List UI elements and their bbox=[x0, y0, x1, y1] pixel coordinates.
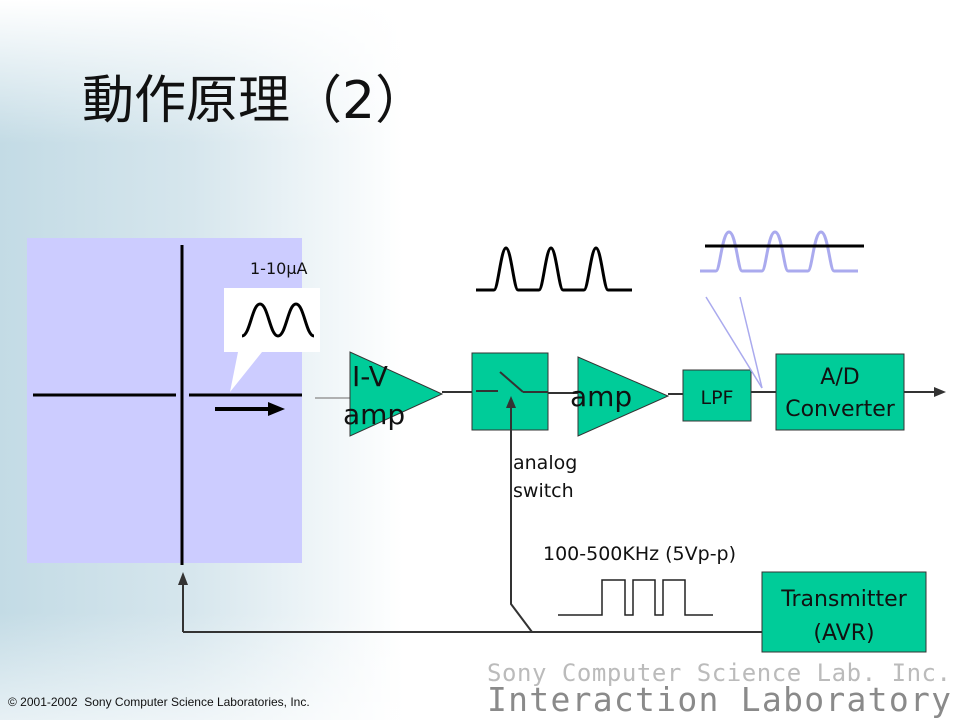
transmitter-label-line2: (AVR) bbox=[813, 621, 874, 646]
current-arrow-head bbox=[268, 402, 285, 416]
callout-bubble bbox=[224, 288, 320, 392]
filtered-waveform-callout bbox=[696, 218, 864, 389]
callout-pointer-edge-left bbox=[705, 296, 763, 389]
ad-converter-label-line1: A/D bbox=[820, 365, 859, 390]
callout-pointer-edge-right bbox=[739, 296, 763, 389]
lpf-label: LPF bbox=[701, 387, 734, 409]
iv-amp-label-line1: I-V bbox=[352, 360, 388, 393]
transmitter-block bbox=[761, 571, 927, 653]
logo-line1: Sony Computer Science Lab. Inc. bbox=[487, 659, 951, 687]
sine-wave bbox=[241, 302, 315, 338]
frequency-label: 100-500KHz (5Vp-p) bbox=[543, 543, 736, 565]
square-wave-box bbox=[543, 570, 715, 620]
slide-title: 動作原理（2） bbox=[82, 71, 427, 131]
switch-label-line1: analog bbox=[513, 452, 577, 474]
current-waveform-callout bbox=[224, 288, 320, 392]
transmitter-label-line1: Transmitter bbox=[780, 587, 907, 612]
switch-arm bbox=[499, 371, 524, 393]
switched-wave bbox=[476, 246, 632, 292]
switch-control-wire bbox=[510, 408, 533, 633]
ad-converter-label-line2: Converter bbox=[785, 397, 896, 422]
switch-control-line bbox=[506, 396, 533, 633]
switch-label-line2: switch bbox=[513, 480, 574, 502]
filtered-wave bbox=[700, 230, 858, 273]
amp-label: amp bbox=[570, 380, 632, 413]
switch-symbol bbox=[476, 371, 548, 393]
iv-amp-block bbox=[349, 351, 444, 437]
amp-block bbox=[577, 356, 670, 437]
switch-control-arrow-head bbox=[506, 396, 516, 408]
drive-line bbox=[178, 572, 762, 633]
lpf-block bbox=[682, 369, 752, 422]
current-arrow bbox=[215, 402, 285, 416]
sensor-panel bbox=[27, 238, 302, 563]
ad-converter-block bbox=[775, 353, 905, 431]
iv-amp-label-line2: amp bbox=[343, 398, 405, 431]
output-arrow-head bbox=[934, 387, 946, 397]
logo-line2: Interaction Laboratory bbox=[487, 680, 951, 719]
output-arrow bbox=[904, 387, 946, 397]
square-wave-callout bbox=[543, 570, 715, 620]
current-label: 1-10μA bbox=[250, 259, 307, 278]
square-wave bbox=[558, 579, 713, 616]
copyright-notice: © 2001-2002 Sony Computer Science Labora… bbox=[8, 695, 310, 709]
drive-arrow-head bbox=[178, 572, 188, 585]
amp-waveform-callout bbox=[472, 232, 640, 384]
